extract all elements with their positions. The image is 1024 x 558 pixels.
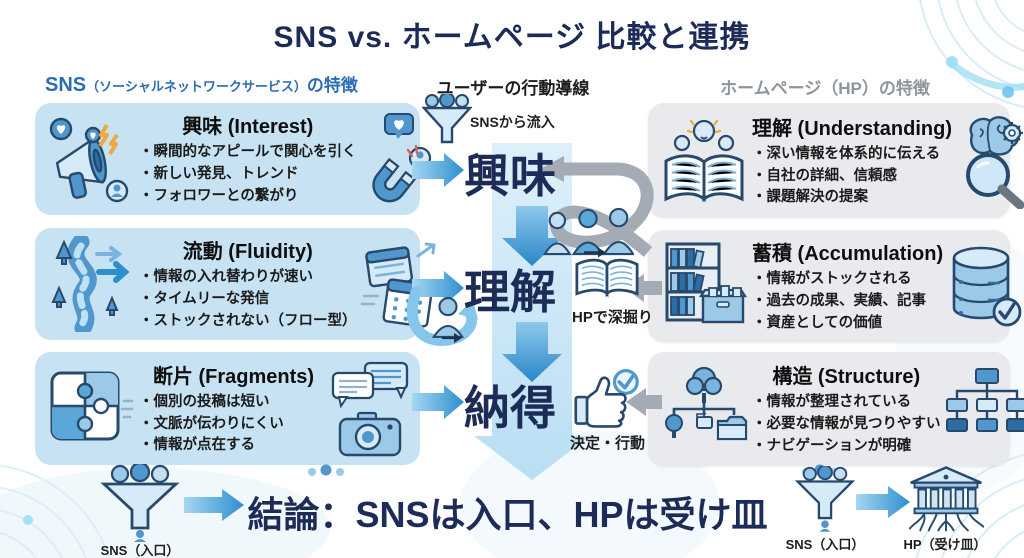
- funnel-entrance-icon: [98, 464, 182, 542]
- sns-box-interest: 興味 (Interest) 瞬間的なアピールで関心を引く 新しい発見、トレンド …: [35, 103, 431, 215]
- sns-box-fluidity: 流動 (Fluidity) 情報の入れ替わりが速い タイムリーな発信 ストックさ…: [35, 228, 436, 340]
- bullet-item: 文脈が伝わりにくい: [139, 414, 328, 436]
- calendar-icon: [360, 242, 436, 328]
- bullet-item: 資産としての価値: [752, 313, 943, 335]
- sns-header-paren: （ソーシャルネットワークサービス）: [86, 79, 307, 94]
- chat-bubbles-icon: [331, 361, 409, 409]
- megaphone-icon: [45, 113, 137, 205]
- box-title: 理解 (Understanding): [752, 117, 952, 140]
- book-lightbulb-icon: [658, 115, 750, 207]
- conclusion-text: 結論：SNSは入口、HPは受け皿: [247, 494, 768, 535]
- understanding-note: HPで深掘り: [572, 309, 653, 326]
- bullet-item: 瞬間的なアピールで関心を引く: [139, 142, 357, 164]
- flow-column-header: ユーザーの行動導線: [436, 79, 590, 98]
- small-arrow-icon: [442, 332, 462, 344]
- sns-header-suffix: の特徴: [306, 76, 358, 95]
- conviction-note: 決定・行動: [570, 435, 646, 452]
- sns-box-fragments: 断片 (Fragments) 個別の投稿は短い 文脈が伝わりにくい 情報が点在す…: [35, 352, 420, 465]
- bullet-item: 過去の成果、実績、記事: [752, 291, 943, 313]
- bullet-item: 自社の詳細、信頼感: [752, 166, 952, 188]
- box-title: 蓄積 (Accumulation): [752, 243, 944, 266]
- bullet-item: 個別の投稿は短い: [139, 392, 328, 414]
- bullet-item: ナビゲーションが明確: [752, 436, 941, 458]
- bullet-item: 必要な情報が見つりやすい: [752, 414, 941, 436]
- open-book-icon: [572, 254, 642, 304]
- funnel-entrance-label-right: SNS（入口）: [785, 537, 865, 552]
- bullet-item: ストックされない（フロー型）: [139, 311, 357, 333]
- bullet-item: タイムリーな発信: [139, 289, 357, 311]
- heart-badge-icon: [383, 113, 414, 139]
- sitemap-folders-icon: [945, 368, 1024, 432]
- hp-box-structure: 構造 (Structure) 情報が整理されている 必要な情報が見つりやすい ナ…: [648, 352, 1024, 466]
- stage-understanding: 理解: [464, 266, 556, 318]
- brain-magnifier-icon: [966, 115, 1024, 209]
- sns-header-acronym: SNS: [45, 74, 87, 96]
- river-icon: [45, 236, 137, 332]
- small-arrow-icon: [584, 246, 606, 259]
- funnel-entrance-icon-small: [793, 466, 857, 532]
- camera-icon: [338, 411, 402, 456]
- bullet-item: 情報がストックされる: [752, 269, 943, 291]
- bullet-list: 情報がストックされる 過去の成果、実績、記事 資産としての価値: [752, 269, 943, 334]
- funnel-inflow-label: SNSから流入: [470, 114, 555, 130]
- bookshelf-icon: [658, 240, 750, 332]
- bullet-item: 新しい発見、トレンド: [139, 164, 357, 186]
- database-check-icon: [952, 246, 1022, 327]
- bullet-list: 情報が整理されている 必要な情報が見つりやすい ナビゲーションが明確: [752, 392, 941, 457]
- thumbs-up-icon: [572, 368, 640, 430]
- funnel-inflow-icon: [422, 94, 472, 150]
- sitemap-tree-icon: [658, 363, 750, 455]
- box-title: 興味 (Interest): [182, 116, 314, 139]
- bullet-item: 深い情報を体系的に伝える: [752, 144, 952, 166]
- bullet-list: 深い情報を体系的に伝える 自社の詳細、信頼感 課題解決の提案: [752, 144, 952, 209]
- bullet-item: 課題解決の提案: [752, 187, 952, 209]
- box-title: 構造 (Structure): [772, 366, 921, 389]
- box-title: 断片 (Fragments): [152, 365, 315, 388]
- funnel-entrance-label: SNS（入口）: [100, 543, 180, 558]
- hp-column-header: ホームページ（HP）の特徴: [720, 79, 930, 98]
- bullet-list: 情報の入れ替わりが速い タイムリーな発信 ストックされない（フロー型）: [139, 267, 357, 332]
- page-title: SNS vs. ホームページ 比較と連携: [273, 21, 751, 54]
- bullet-item: フォロワーとの繋がり: [139, 186, 357, 208]
- bullet-list: 個別の投稿は短い 文脈が伝わりにくい 情報が点在する: [139, 392, 328, 457]
- hp-box-accumulation: 蓄積 (Accumulation) 情報がストックされる 過去の成果、実績、記事…: [648, 230, 1022, 342]
- arrow-funnel-to-bank: [856, 486, 910, 518]
- magnet-icon: [371, 144, 431, 203]
- hp-box-understanding: 理解 (Understanding) 深い情報を体系的に伝える 自社の詳細、信頼…: [648, 103, 1024, 218]
- bank-roots-icon: [905, 464, 987, 534]
- stage-interest: 興味: [464, 150, 556, 202]
- bullet-item: 情報が整理されている: [752, 392, 941, 414]
- bank-label: HP（受け皿）: [903, 537, 987, 552]
- sns-column-header: SNS（ソーシャルネットワークサービス）の特徴: [45, 71, 358, 97]
- bullet-item: 情報の入れ替わりが速い: [139, 267, 357, 289]
- bullet-list: 瞬間的なアピールで関心を引く 新しい発見、トレンド フォロワーとの繋がり: [139, 142, 357, 207]
- stage-conviction: 納得: [464, 382, 556, 434]
- bullet-item: 情報が点在する: [139, 435, 328, 457]
- dots-decoration: [308, 464, 838, 476]
- puzzle-icon: [45, 367, 137, 451]
- box-title: 流動 (Fluidity): [182, 241, 313, 264]
